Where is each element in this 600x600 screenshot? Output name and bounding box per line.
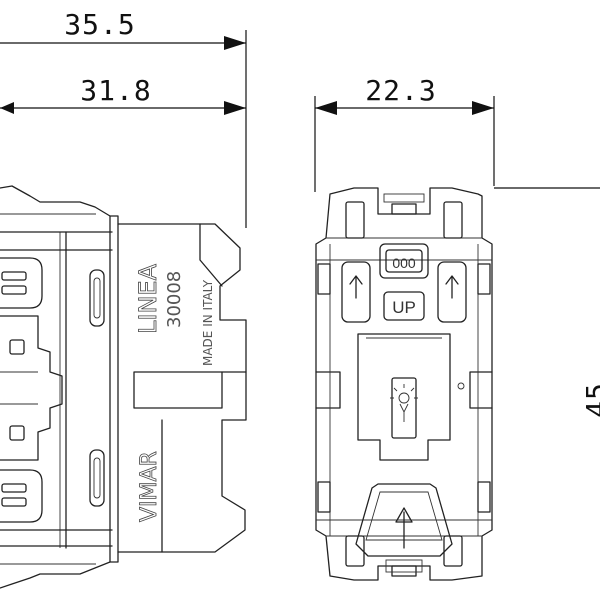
front-view: 000 UP [315,187,493,581]
orientation-label: UP [392,298,416,317]
dimension-front-width-label: 22.3 [365,74,436,107]
dimension-overall-width: 35.5 [0,8,246,50]
dimension-body-width: 31.8 [0,74,246,115]
dimension-front-height: 45 [494,187,600,418]
series-marking: LINEA [134,263,162,334]
code-label: 000 [392,255,416,271]
dimension-body-width-label: 31.8 [80,74,151,107]
dimension-front-height-label: 45 [580,382,600,418]
dimension-overall-width-label: 35.5 [64,8,135,41]
origin-marking: MADE IN ITALY [201,279,215,366]
side-view: LINEA 30008 MADE IN ITALY VIMAR [0,185,247,589]
brand-marking: VIMAR [137,451,162,522]
product-code-marking: 30008 [164,271,185,328]
dimension-front-width: 22.3 [314,74,495,192]
